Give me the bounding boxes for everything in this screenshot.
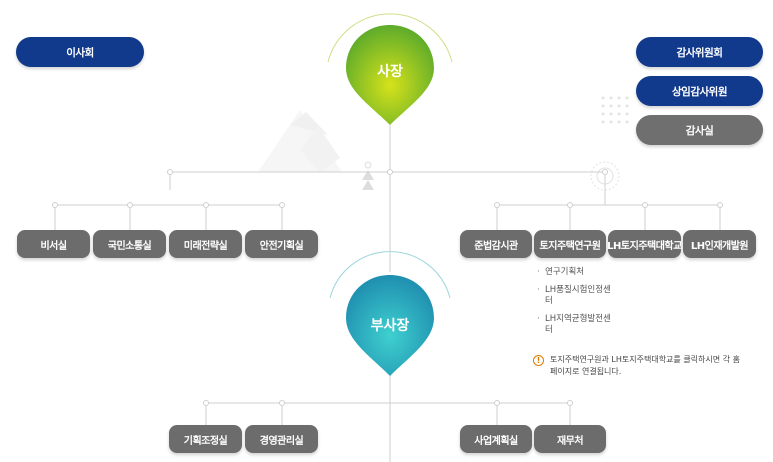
- ceo-label: 사장: [377, 64, 403, 80]
- ceo-arc: [327, 13, 453, 63]
- unit-management[interactable]: 경영관리실: [245, 425, 318, 453]
- unit-business-planning[interactable]: 사업계획실: [460, 425, 532, 453]
- vice-drop-shape: [346, 275, 434, 376]
- unit-public-communication[interactable]: 국민소통실: [93, 230, 166, 258]
- unit-lh-university[interactable]: LH토지주택대학교: [607, 230, 682, 258]
- standing-auditor-button[interactable]: 상임감사위원: [636, 76, 763, 106]
- board-button[interactable]: 이사회: [16, 37, 144, 67]
- research-sub-list: 연구기획처 LH품질시험인정센터 LH지역균형발전센터: [537, 267, 615, 343]
- unit-lh-talent-development[interactable]: LH인재개발원: [683, 230, 756, 258]
- decorative-triangles: [362, 161, 374, 190]
- unit-finance[interactable]: 재무처: [534, 425, 606, 453]
- decorative-mountains: [258, 110, 342, 172]
- vice-node: 부사장: [346, 275, 434, 375]
- unit-future-strategy[interactable]: 미래전략실: [169, 230, 242, 258]
- unit-safety-planning[interactable]: 안전기획실: [245, 230, 318, 258]
- unit-land-housing-research[interactable]: 토지주택연구원: [534, 230, 606, 258]
- notice: ! 토지주택연구원과 LH토지주택대학교를 클릭하시면 각 홈페이지로 연결됩니…: [533, 354, 743, 378]
- vice-label: 부사장: [370, 318, 410, 334]
- notice-text: 토지주택연구원과 LH토지주택대학교를 클릭하시면 각 홈페이지로 연결됩니다.: [550, 355, 740, 376]
- ceo-drop-shape: [346, 25, 434, 125]
- list-item: LH지역균형발전센터: [537, 314, 615, 336]
- unit-secretary[interactable]: 비서실: [17, 230, 90, 258]
- unit-compliance[interactable]: 준법감시관: [460, 230, 532, 258]
- ceo-node: 사장: [346, 25, 434, 125]
- unit-planning-coordination[interactable]: 기획조정실: [169, 425, 242, 453]
- list-item: 연구기획처: [537, 267, 615, 278]
- audit-committee-button[interactable]: 감사위원회: [636, 37, 763, 67]
- list-item: LH품질시험인정센터: [537, 285, 615, 307]
- audit-office-button[interactable]: 감사실: [636, 115, 763, 145]
- decorative-dots: [601, 96, 629, 124]
- exclamation-icon: !: [533, 355, 544, 366]
